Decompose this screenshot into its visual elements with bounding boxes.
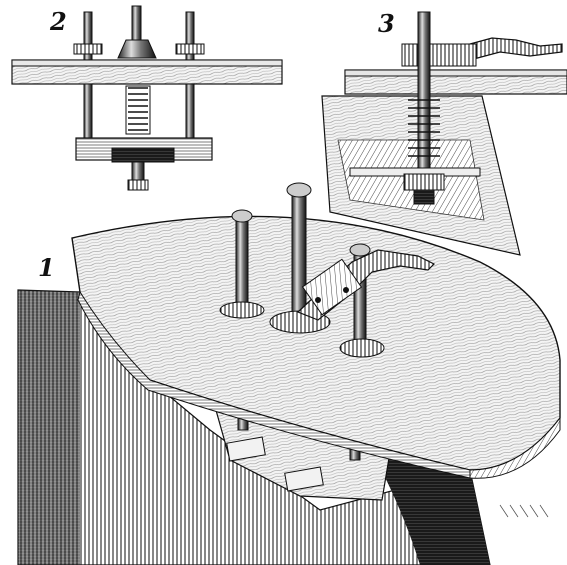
figure-3-drawing bbox=[321, 11, 567, 256]
figure-label-2: 2 bbox=[50, 7, 67, 36]
figure-1-drawing bbox=[17, 182, 561, 565]
figure-label-1: 1 bbox=[38, 253, 55, 282]
figure-2-drawing bbox=[11, 5, 283, 191]
figure-label-3: 3 bbox=[378, 9, 395, 38]
